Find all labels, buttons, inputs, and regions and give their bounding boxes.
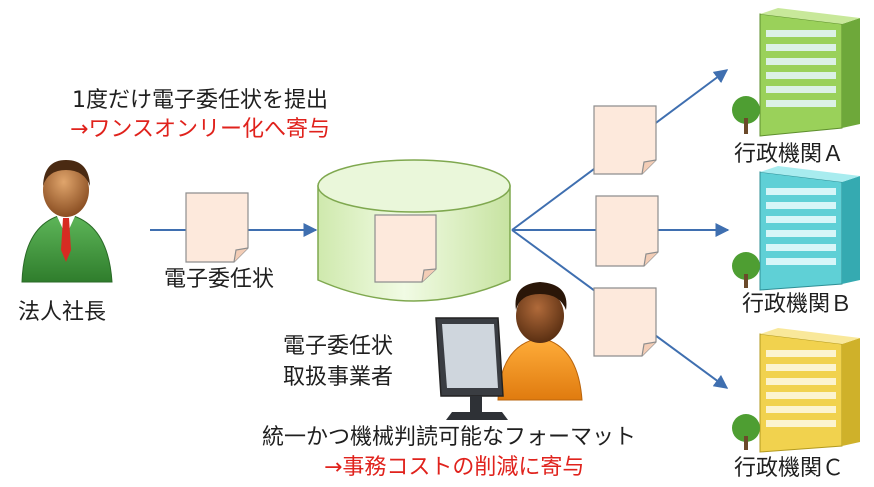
top-note-line1: 1度だけ電子委任状を提出 bbox=[72, 88, 328, 113]
bottom-note-line1: 統一かつ機械判読可能なフォーマット bbox=[262, 425, 637, 450]
agency-b-label: 行政機関Ｂ bbox=[742, 292, 853, 317]
operator-label-line1: 電子委任状 bbox=[283, 334, 394, 359]
operator-label-line2: 取扱事業者 bbox=[283, 365, 394, 390]
bottom-note-line2: →事務コストの削減に寄与 bbox=[324, 455, 585, 480]
agency-a-label: 行政機関Ａ bbox=[734, 142, 845, 167]
top-note-line2: →ワンスオンリー化へ寄与 bbox=[70, 117, 330, 142]
document-label: 電子委任状 bbox=[164, 267, 275, 292]
agency-c-label: 行政機関Ｃ bbox=[734, 456, 845, 481]
president-label: 法人社長 bbox=[18, 300, 107, 325]
